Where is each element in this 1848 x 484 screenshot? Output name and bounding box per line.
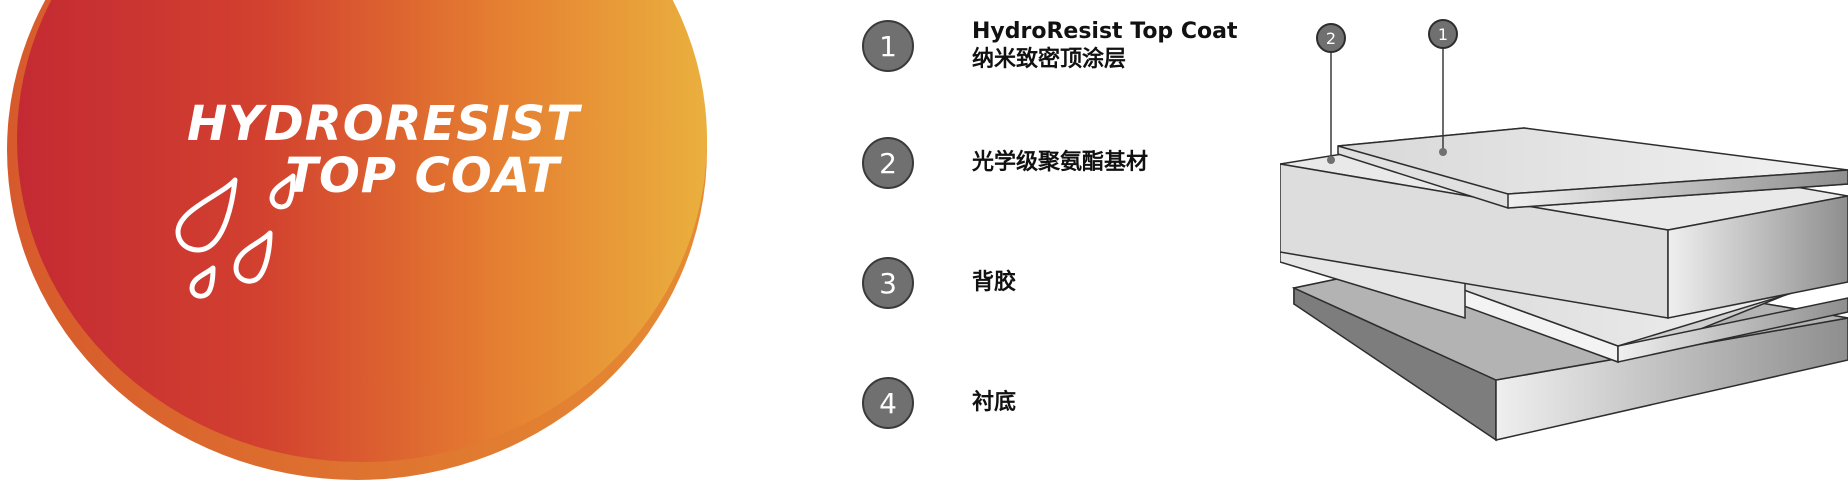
brand-title-line-1: HYDRORESIST	[186, 96, 580, 152]
legend-title: 衬底	[972, 390, 1017, 415]
legend-subtitle: 纳米致密顶涂层	[972, 47, 1127, 72]
legend-number-badge: 4	[862, 377, 914, 429]
legend-text: HydroResist Top Coat 纳米致密顶涂层	[972, 18, 1272, 74]
legend-number-badge: 2	[862, 137, 914, 189]
callout-1: 1	[1428, 19, 1458, 156]
legend-number-badge: 3	[862, 257, 914, 309]
legend-item-4: 4 衬底	[862, 373, 1016, 433]
brand-badge	[7, 0, 707, 480]
legend-item-2: 2 光学级聚氨酯基材	[862, 133, 1148, 193]
legend-title: 背胶	[972, 270, 1017, 295]
callout-2: 2	[1316, 23, 1346, 164]
badge-circle	[17, 0, 707, 462]
water-drops-icon	[175, 173, 296, 299]
callout-number: 2	[1326, 29, 1336, 48]
legend-title: 光学级聚氨酯基材	[972, 150, 1149, 175]
legend-item-1: 1 HydroResist Top Coat 纳米致密顶涂层	[862, 16, 1237, 76]
legend-item-3: 3 背胶	[862, 253, 1016, 313]
layer-stack-diagram: 1 2 3 4	[1280, 19, 1848, 442]
callout-number: 1	[1438, 25, 1448, 44]
legend-title: HydroResist Top Coat	[972, 19, 1238, 44]
legend-number-badge: 1	[862, 20, 914, 72]
brand-title-line-2: TOP COAT	[285, 148, 560, 204]
layer-1-top-coat	[1337, 127, 1848, 209]
